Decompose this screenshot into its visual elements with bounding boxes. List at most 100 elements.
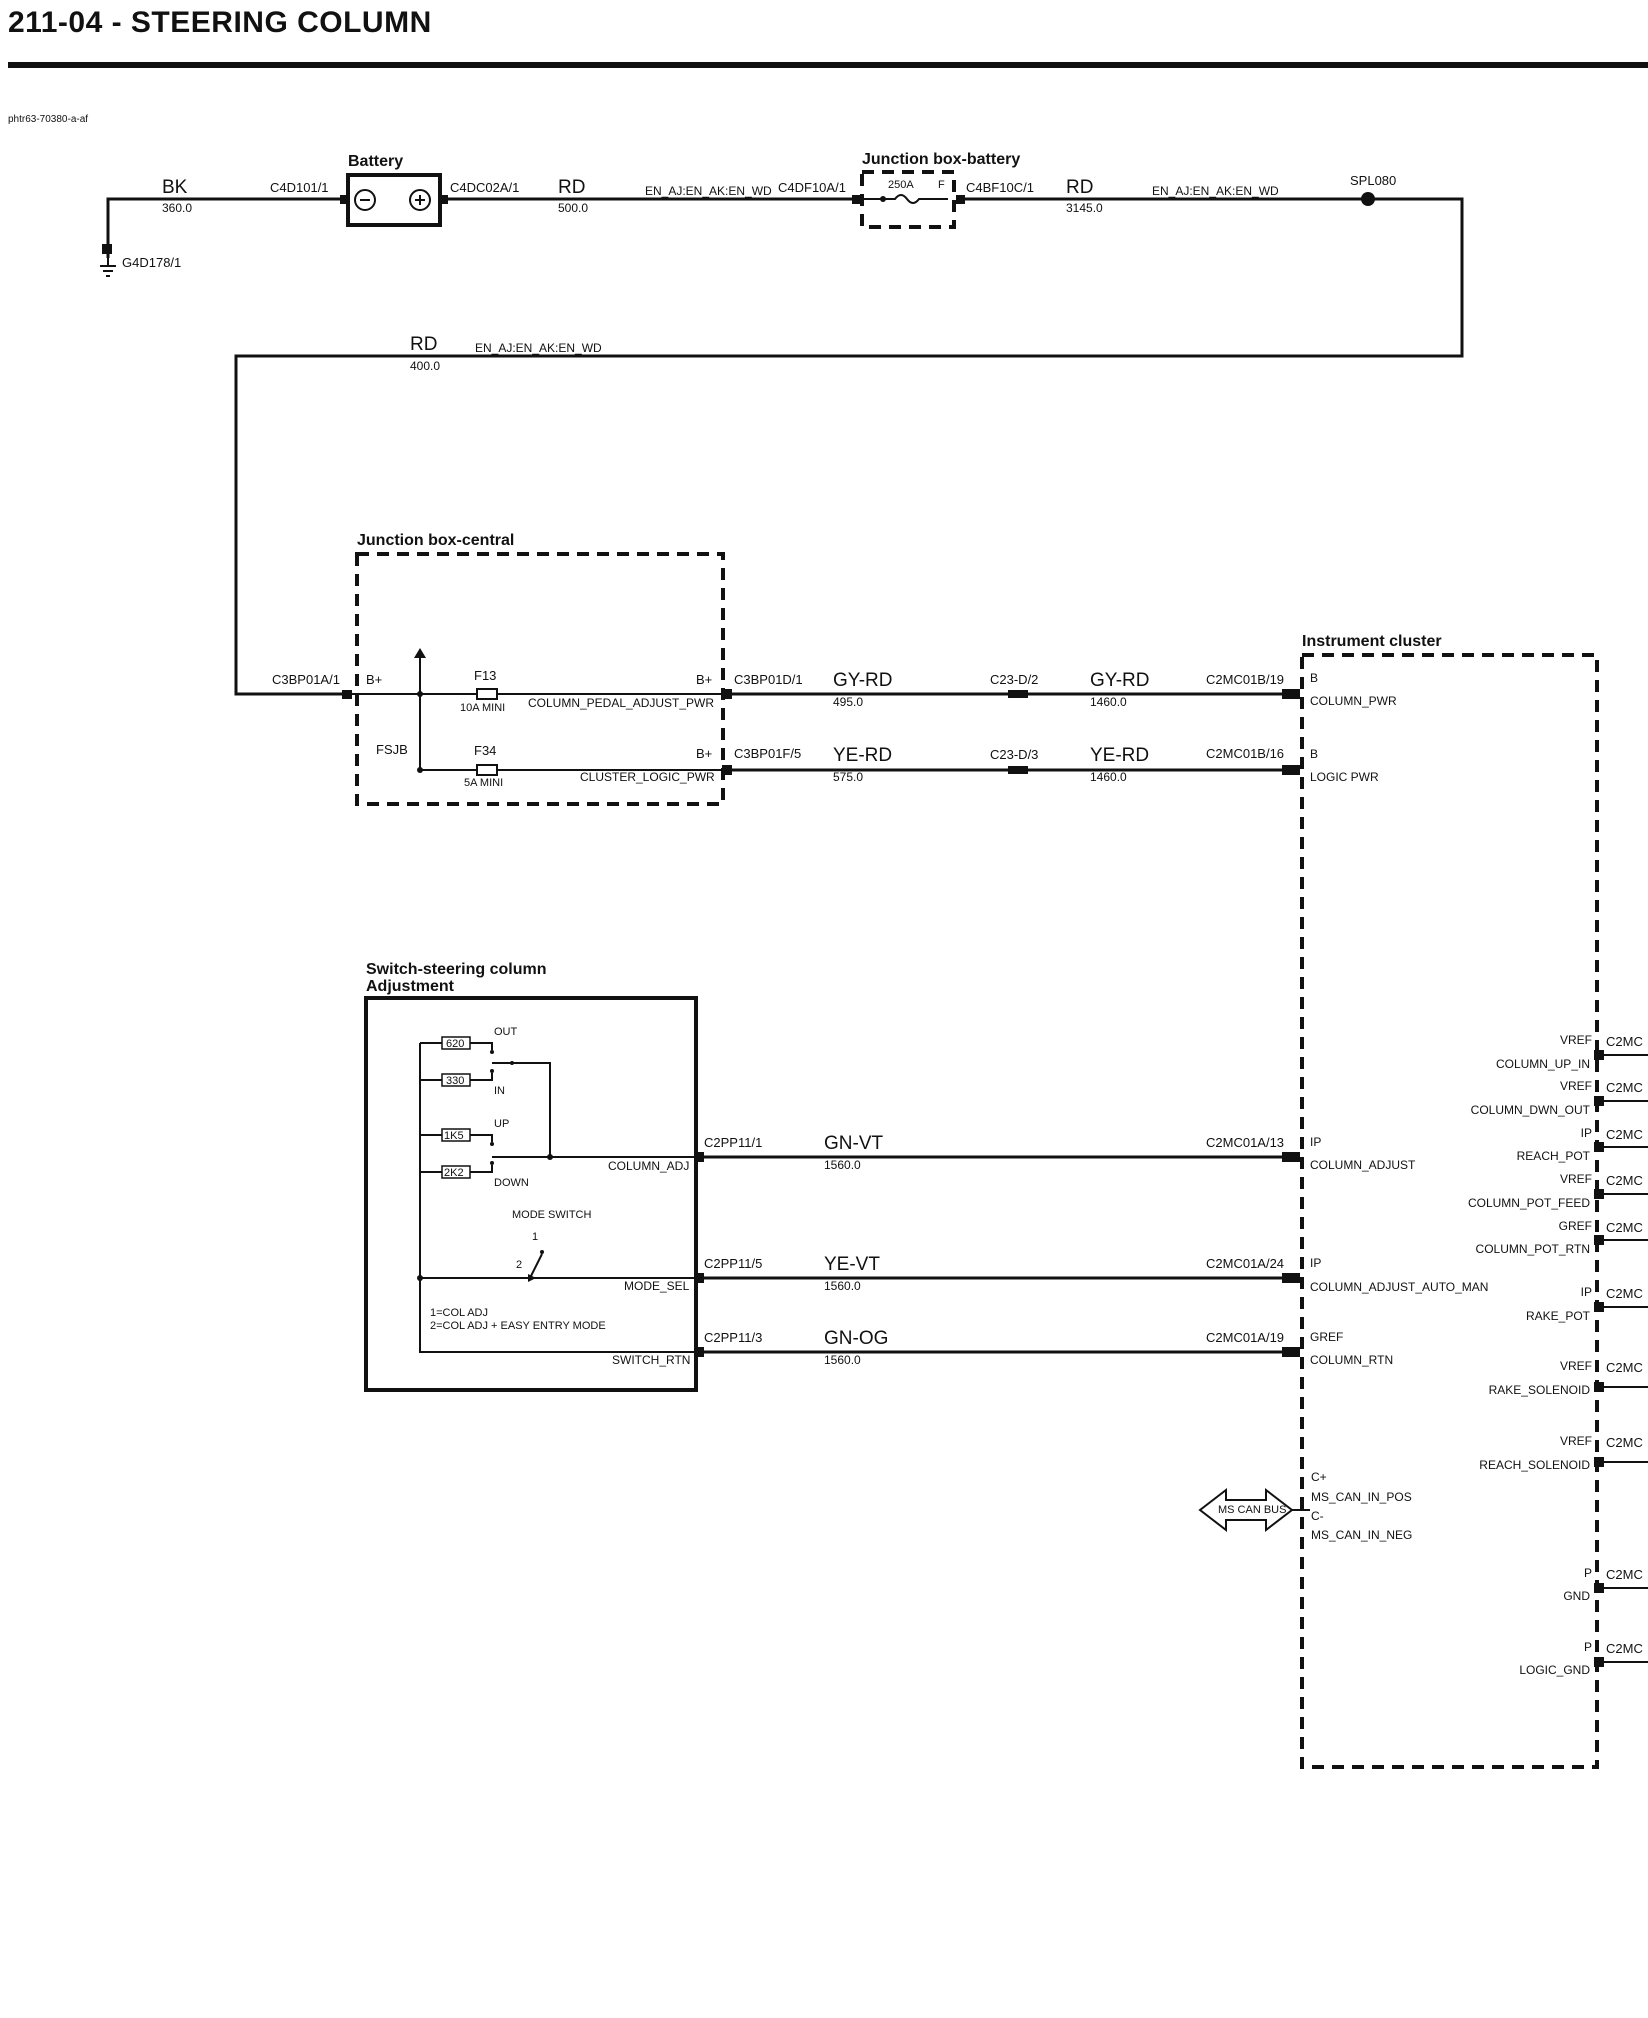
steering-switch: Switch-steering column Adjustment 620 OU… <box>364 961 698 1392</box>
mode-pos-1: 1 <box>532 1231 538 1243</box>
fuse-f34-rating: 5A MINI <box>464 777 503 789</box>
battery-title: Battery <box>348 153 403 170</box>
rd-wire-2-color: RD <box>1066 177 1093 198</box>
plus-terminal-icon <box>409 189 431 211</box>
can-sig-neg: MS_CAN_IN_NEG <box>1311 1528 1412 1542</box>
inline-connector <box>1008 766 1028 774</box>
bk-wire <box>106 197 348 258</box>
jb-battery-title: Junction box-battery <box>862 151 1020 168</box>
conn-to: C2MC01B/19 <box>1206 672 1284 687</box>
page-header: 211-04 - STEERING COLUMN <box>0 0 1648 75</box>
jb-internal-bus <box>352 652 728 771</box>
battery-circuit: G4D178/1 BK 360.0 C4D101/1 Battery C4DC0… <box>100 151 1464 696</box>
cluster-outline <box>1300 653 1599 1769</box>
inline-label: C23-D/2 <box>990 672 1038 687</box>
pin-signal: COLUMN_RTN <box>1310 1353 1393 1367</box>
cluster-title: Instrument cluster <box>1302 633 1442 650</box>
fuse-f34-icon <box>476 764 498 776</box>
fuse-250a-icon <box>862 194 948 204</box>
pin-conn: C2MC <box>1606 1220 1643 1235</box>
switch-title-line-2: Adjustment <box>366 978 455 995</box>
pin-type: VREF <box>1560 1172 1592 1186</box>
fuse-f13-label: F13 <box>474 668 496 683</box>
wire-length: 1560.0 <box>824 1279 861 1293</box>
bk-wire-length: 360.0 <box>162 201 192 215</box>
pin-conn: C2MC <box>1606 1435 1643 1450</box>
jb-bplus-out-1: B+ <box>696 672 712 687</box>
fuse-f13-rating: 10A MINI <box>460 702 505 714</box>
conn-to: C2MC01A/24 <box>1206 1256 1284 1271</box>
pin-signal: COLUMN_DWN_OUT <box>1471 1103 1591 1117</box>
can-bus-label: MS CAN BUS <box>1218 1504 1286 1516</box>
wire-length: 1560.0 <box>824 1353 861 1367</box>
resistor-620-value: 620 <box>446 1038 464 1050</box>
c3bp01a-label: C3BP01A/1 <box>272 672 340 687</box>
inline-label: C23-D/3 <box>990 747 1038 762</box>
right-pin-3: IP REACH_POT C2MC <box>1517 1126 1648 1163</box>
conn-from: C3BP01D/1 <box>734 672 803 687</box>
pin-type: P <box>1584 1640 1592 1654</box>
jb-signal-1: COLUMN_PEDAL_ADJUST_PWR <box>528 696 714 710</box>
pin-type: VREF <box>1560 1359 1592 1373</box>
wire-color: GN-OG <box>824 1328 888 1349</box>
wire-length: 575.0 <box>833 770 863 784</box>
wire-color: GN-VT <box>824 1133 884 1154</box>
conn-to: C2MC01B/16 <box>1206 746 1284 761</box>
c4d101-label: C4D101/1 <box>270 180 329 195</box>
ground-connector <box>102 244 112 254</box>
pin-signal: RAKE_SOLENOID <box>1489 1383 1591 1397</box>
pin-signal: COLUMN_POT_FEED <box>1468 1196 1590 1210</box>
right-pin-5: GREF COLUMN_POT_RTN C2MC <box>1476 1219 1648 1256</box>
bus-arrow-icon <box>414 648 426 658</box>
pin-conn: C2MC <box>1606 1080 1643 1095</box>
wire-length: 495.0 <box>833 695 863 709</box>
ground-icon <box>100 258 116 277</box>
resistor-2k2-value: 2K2 <box>444 1167 464 1179</box>
switch-wire-2: C2PP11/5 YE-VT 1560.0 C2MC01A/24 IP COLU… <box>694 1254 1488 1294</box>
switch-out-label: OUT <box>494 1026 518 1038</box>
fuse-f34-label: F34 <box>474 743 496 758</box>
switch-title-line-1: Switch-steering column <box>366 961 546 978</box>
title-rule <box>8 62 1648 68</box>
pin-type: VREF <box>1560 1033 1592 1047</box>
mode-pos-2: 2 <box>516 1259 522 1271</box>
wire-length: 1560.0 <box>824 1158 861 1172</box>
switch-common-rail <box>419 1043 696 1353</box>
pin-signal: LOGIC_GND <box>1519 1663 1590 1677</box>
ground-label: G4D178/1 <box>122 255 181 270</box>
page-title: 211-04 - STEERING COLUMN <box>8 6 432 39</box>
resistor-1k5-value: 1K5 <box>444 1130 464 1142</box>
pin-type: IP <box>1310 1256 1321 1270</box>
pin-signal: REACH_SOLENOID <box>1479 1458 1590 1472</box>
minus-terminal-icon <box>354 189 376 211</box>
jb-signal-2: CLUSTER_LOGIC_PWR <box>580 770 715 784</box>
jb-bplus-out-2: B+ <box>696 746 712 761</box>
rd-wire-1-option: EN_AJ:EN_AK:EN_WD <box>645 184 772 198</box>
can-sig-pos: MS_CAN_IN_POS <box>1311 1490 1412 1504</box>
rd-wire-1-length: 500.0 <box>558 201 588 215</box>
instrument-cluster: Instrument cluster <box>1300 633 1599 1769</box>
can-cplus: C+ <box>1311 1470 1327 1484</box>
rd-wire-1-color: RD <box>558 177 585 198</box>
pin-conn: C2MC <box>1606 1034 1643 1049</box>
pin-type: GREF <box>1310 1330 1343 1344</box>
jb-central: Junction box-central C3BP01A/1 B+ FSJB F… <box>272 532 728 806</box>
rd-wire-2-option: EN_AJ:EN_AK:EN_WD <box>1152 184 1279 198</box>
conn-to: C2MC01A/19 <box>1206 1330 1284 1345</box>
wire-length: 1460.0 <box>1090 770 1127 784</box>
power-wire-1: C3BP01D/1 GY-RD 495.0 C23-D/2 GY-RD 1460… <box>722 670 1397 709</box>
switch-down-label: DOWN <box>494 1177 529 1189</box>
document-reference: phtr63-70380-a-af <box>8 114 89 125</box>
pin-type: VREF <box>1560 1434 1592 1448</box>
switch-wire-1: C2PP11/1 GN-VT 1560.0 C2MC01A/13 IP COLU… <box>694 1133 1416 1172</box>
splice-label: SPL080 <box>1350 173 1396 188</box>
pin-type: B <box>1310 747 1318 761</box>
bk-wire-color: BK <box>162 177 188 198</box>
right-pin-2: VREF COLUMN_DWN_OUT C2MC <box>1471 1079 1648 1117</box>
jb-central-outline <box>355 552 725 806</box>
switch-sig-rtn: SWITCH_RTN <box>612 1353 690 1367</box>
pin-signal: RAKE_POT <box>1526 1309 1591 1323</box>
switch-out-in-contact <box>492 1062 551 1157</box>
can-cminus: C- <box>1311 1509 1324 1523</box>
